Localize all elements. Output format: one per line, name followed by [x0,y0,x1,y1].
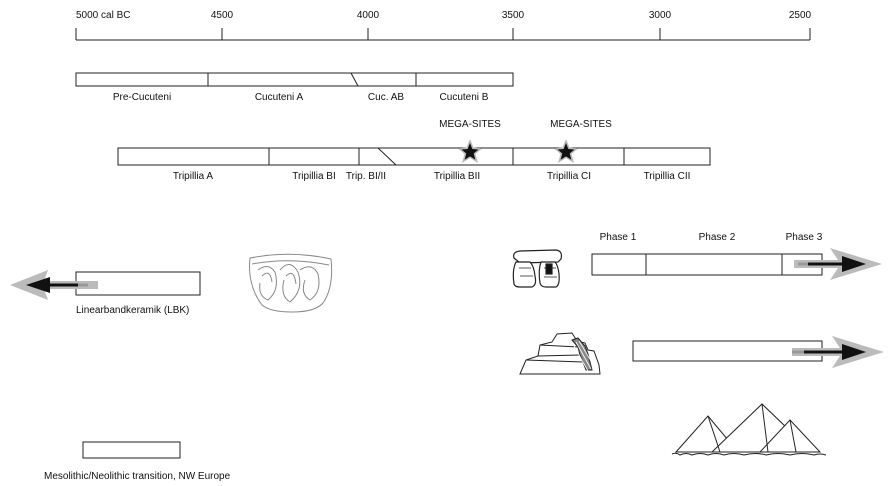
tripillia-segment-label: Tripillia CI [547,171,591,182]
axis-tick-label: 3500 [502,10,525,21]
phase-label: Phase 2 [699,232,736,243]
axis-tick-label: 4500 [211,10,234,21]
tripillia-segment-label: Trip. BI/II [346,171,386,182]
cucuteni-segment-label: Cucuteni B [440,92,489,103]
cucuteni-bar-outline [76,73,513,86]
axis-tick-label: 5000 cal BC [76,10,130,21]
cucuteni-segment-label: Cucuteni A [255,92,304,103]
phase-label: Phase 1 [600,232,637,243]
tripillia-segment-label: Tripillia CII [644,171,691,182]
mesolithic-label: Mesolithic/Neolithic transition, NW Euro… [44,471,231,482]
mesolithic-bar: Mesolithic/Neolithic transition, NW Euro… [44,442,231,482]
tripillia-bar-outline [118,148,710,165]
axis-tick-label: 4000 [357,10,380,21]
cucuteni-segment-label: Cuc. AB [368,92,404,103]
lbk-pottery-vessel-icon [250,254,332,312]
mesolithic-bar-outline [83,442,180,458]
lbk-label: Linearbandkeramik (LBK) [76,305,189,316]
mega-sites-label: MEGA-SITES [439,119,501,130]
stonehenge-phases-bar: Phase 1 Phase 2 Phase 3 [592,232,882,280]
ziggurat-bar [633,336,884,368]
tripillia-bar: Tripillia A Tripillia BI Trip. BI/II Tri… [118,148,710,182]
ziggurat-icon [520,333,600,374]
tripillia-segment-label: Tripillia BII [434,171,480,182]
cucuteni-segment-label: Pre-Cucuteni [113,92,171,103]
lbk-bar: Linearbandkeramik (LBK) [10,270,200,316]
tripillia-segment-label: Tripillia A [173,171,214,182]
phase-label: Phase 3 [786,232,823,243]
axis-tick-label: 3000 [649,10,672,21]
axis-tick-label: 2500 [789,10,812,21]
time-axis: 5000 cal BC 4500 4000 3500 3000 2500 [76,10,812,40]
mega-sites-label: MEGA-SITES [550,119,612,130]
stonehenge-trilithon-icon [513,250,561,287]
pyramids-icon [672,404,826,455]
tripillia-segment-label: Tripillia BI [292,171,336,182]
cucuteni-bar: Pre-Cucuteni Cucuteni A Cuc. AB Cucuteni… [76,73,513,103]
stonehenge-bar-outline [592,254,822,275]
